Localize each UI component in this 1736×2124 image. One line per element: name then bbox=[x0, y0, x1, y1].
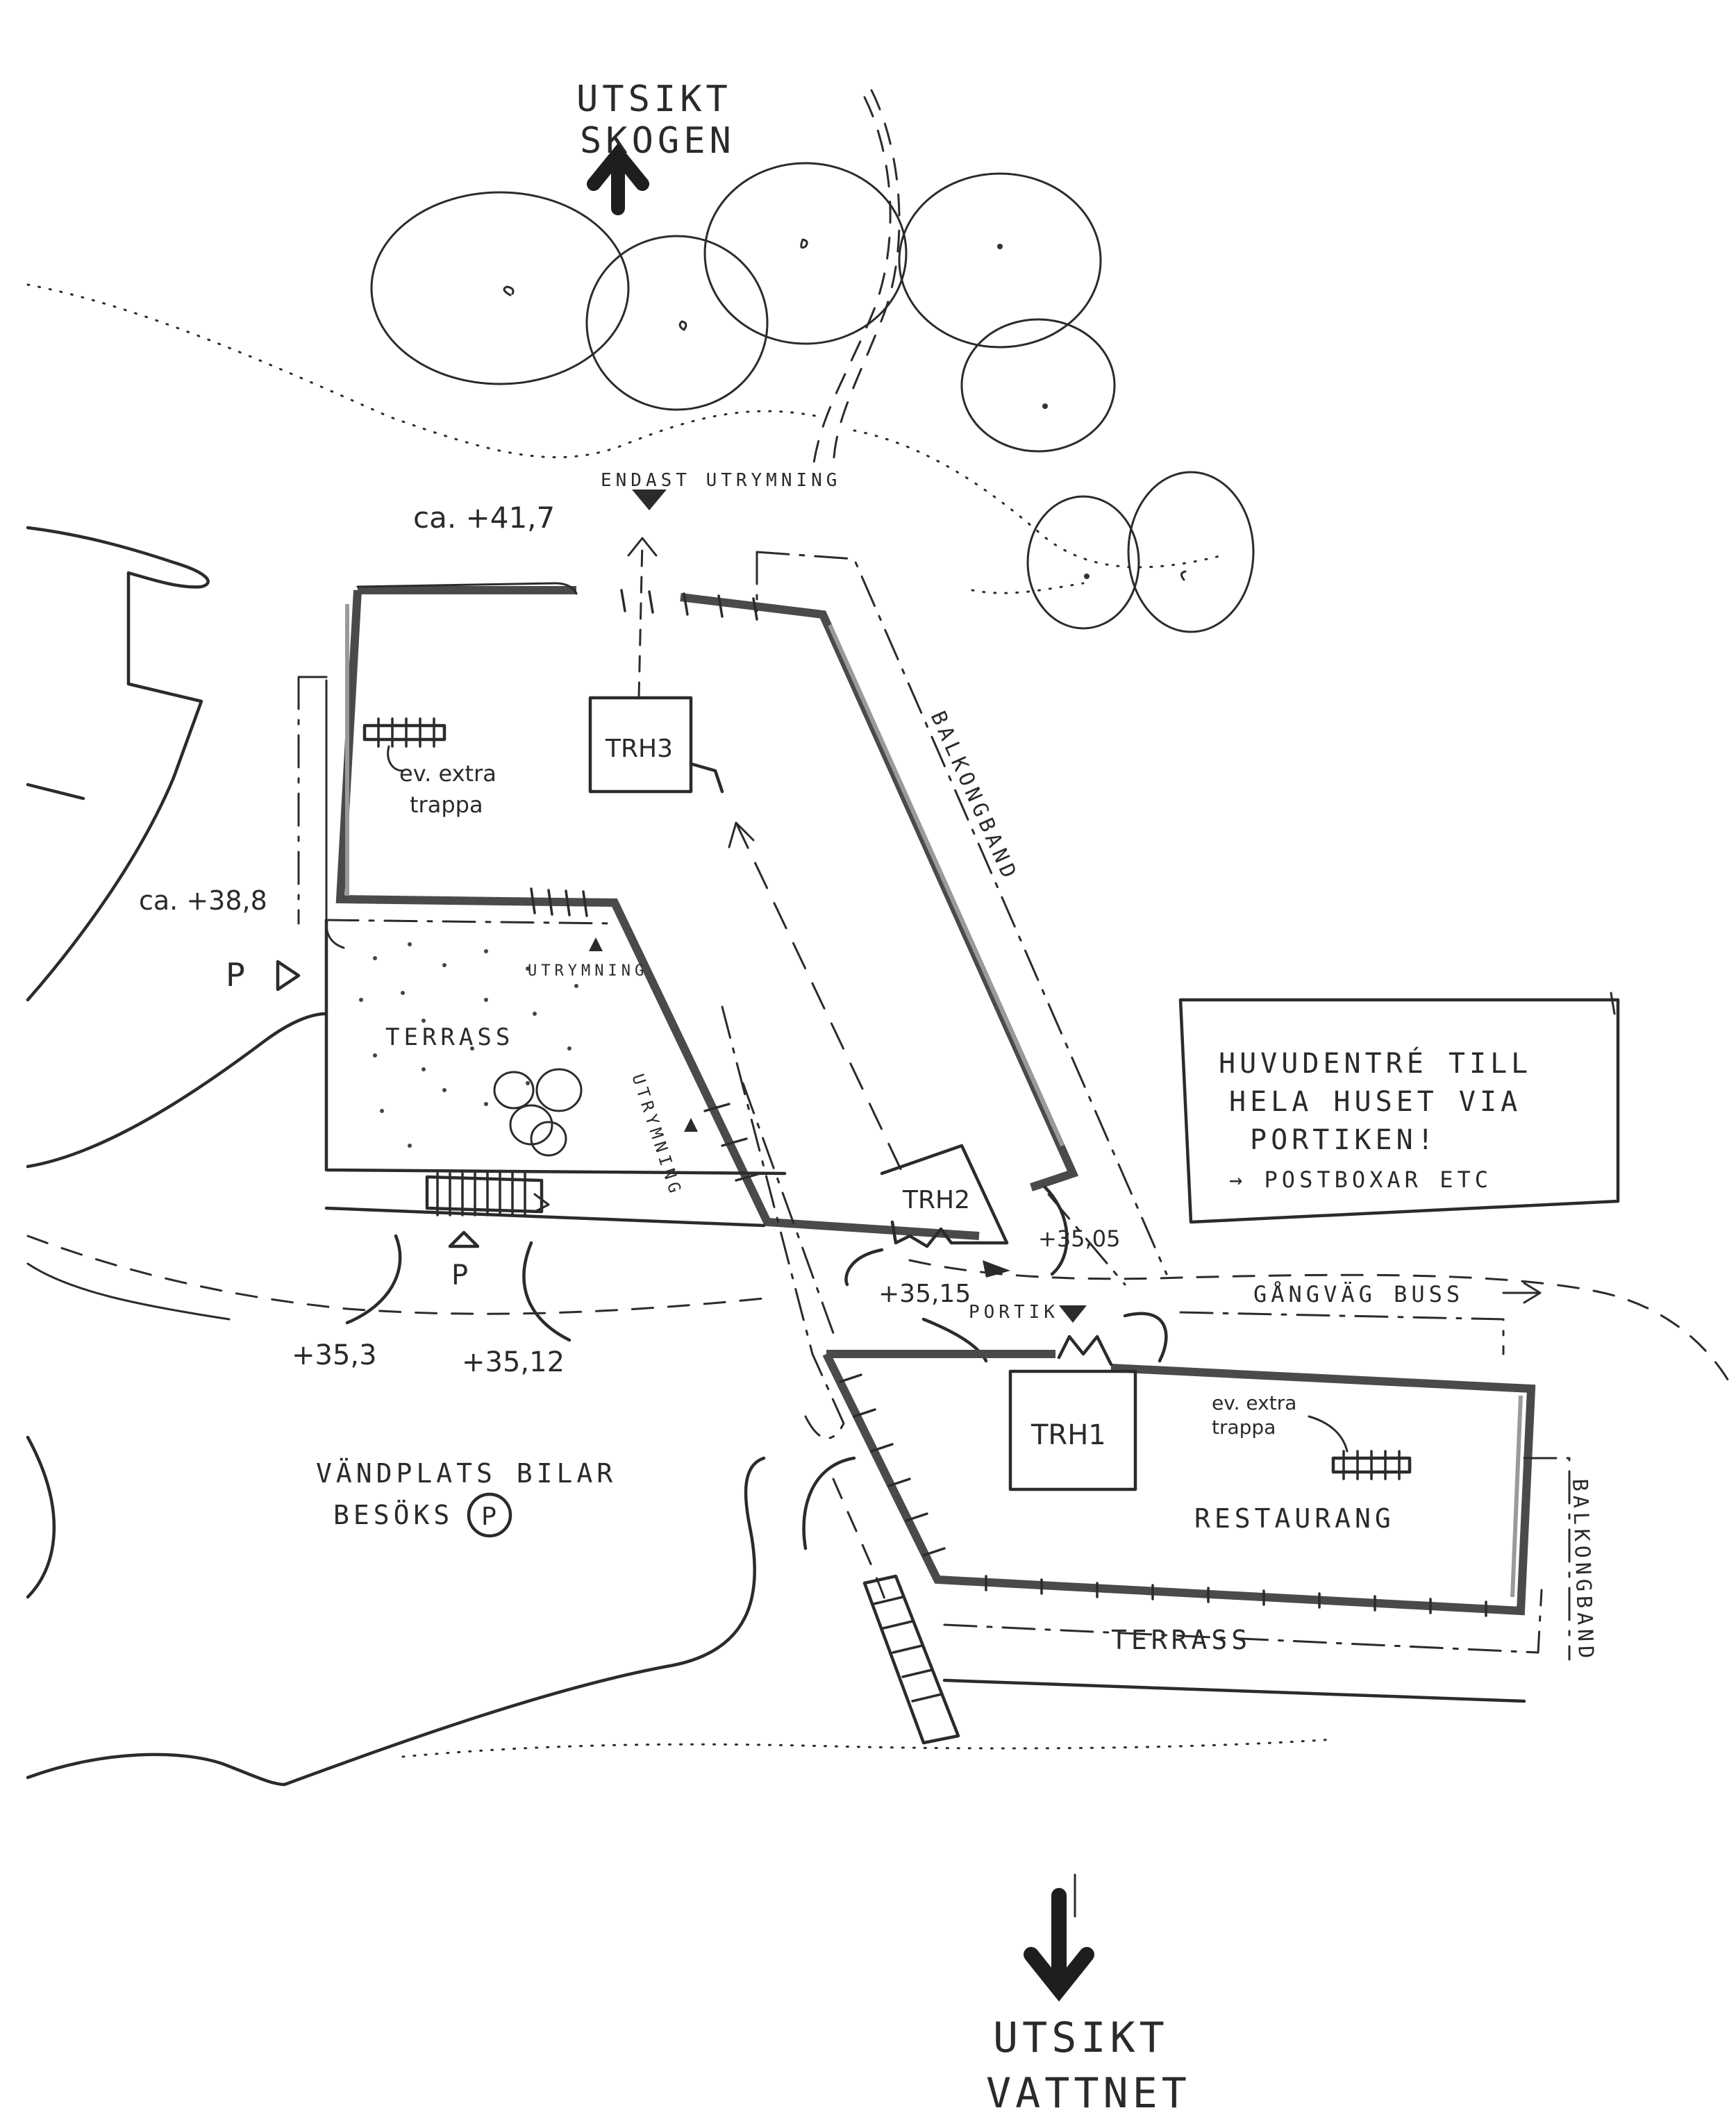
balkongband-label-1: BALKONGBAND bbox=[926, 708, 1023, 885]
level-road-mid: +35,12 bbox=[462, 1346, 565, 1378]
slope-hatching bbox=[26, 283, 1224, 594]
view-water-text: UTSIKT VATTNET bbox=[986, 2014, 1198, 2118]
parking-marker: P bbox=[226, 956, 245, 994]
internal-route bbox=[735, 821, 904, 1175]
extra-stair-lower bbox=[1308, 1415, 1412, 1480]
level-road-left: +35,3 bbox=[292, 1339, 377, 1371]
balkongband-label-2: BALKONGBAND bbox=[1567, 1478, 1598, 1663]
extra-trappa-label: ev. extra trappa bbox=[399, 760, 503, 818]
level-left: ca. +38,8 bbox=[139, 885, 267, 916]
parking-marker-2: P bbox=[451, 1260, 468, 1291]
level-top: ca. +41,7 bbox=[413, 501, 555, 535]
note-box: HUVUDENTRÉ TILL HELA HUSET VIA PORTIKEN!… bbox=[1178, 992, 1620, 1224]
utrymning-label-2: UTRYMNING bbox=[628, 1071, 686, 1199]
trh1-label: TRH1 bbox=[1030, 1419, 1106, 1451]
upper-building bbox=[297, 551, 1168, 1286]
tree bbox=[585, 235, 769, 411]
portik-label: PORTIK bbox=[969, 1302, 1059, 1323]
road-curve bbox=[26, 1012, 328, 1169]
portik-arrow-2 bbox=[1059, 1305, 1087, 1323]
extra-trappa-label-2: ev. extra trappa bbox=[1212, 1391, 1303, 1439]
extra-stair-upper bbox=[362, 717, 446, 772]
existing-building bbox=[26, 526, 210, 1002]
stairwell-trh1 bbox=[1008, 1369, 1137, 1491]
trh3-label: TRH3 bbox=[605, 735, 673, 763]
terrace-upper bbox=[324, 918, 787, 1228]
footpath bbox=[908, 1259, 1730, 1383]
evacuation-arrow bbox=[637, 540, 644, 699]
terrace-steps bbox=[425, 1172, 550, 1216]
tree bbox=[703, 162, 908, 345]
evac-triangle bbox=[632, 490, 667, 510]
view-forest-text: UTSIKT SKOGEN bbox=[576, 78, 758, 162]
vandplats-p-circle bbox=[467, 1492, 512, 1538]
stairwell-trh2 bbox=[880, 1144, 1009, 1248]
lower-building bbox=[822, 1335, 1571, 1703]
tree bbox=[898, 172, 1102, 349]
endast-utrymning-label: ENDAST UTRYMNING bbox=[601, 470, 841, 491]
tree-group bbox=[370, 162, 1255, 633]
tree bbox=[370, 191, 630, 385]
up-arrow-icon bbox=[587, 143, 649, 215]
note-text: HUVUDENTRÉ TILL HELA HUSET VIA PORTIKEN!… bbox=[1219, 1046, 1553, 1193]
tree bbox=[1026, 495, 1140, 630]
level-entrance-left: +35,15 bbox=[878, 1280, 971, 1308]
utrymning-label-1: UTRYMNING bbox=[528, 962, 648, 980]
portik-arrow-1 bbox=[983, 1260, 1010, 1278]
terrass-upper-label: TERRASS bbox=[385, 1023, 514, 1051]
forest-path bbox=[832, 89, 901, 474]
gangvag-label: GÅNGVÄG BUSS bbox=[1253, 1281, 1464, 1307]
level-entrance-right: +35,05 bbox=[1038, 1226, 1120, 1252]
stairwell-trh3 bbox=[588, 696, 693, 794]
restaurang-label: RESTAURANG bbox=[1194, 1503, 1395, 1534]
down-arrow-icon bbox=[1024, 1888, 1094, 2002]
view-forest: UTSIKT SKOGEN bbox=[576, 78, 758, 215]
route-between-buildings bbox=[721, 1005, 845, 1439]
trh2-label: TRH2 bbox=[902, 1186, 970, 1214]
terrass-lower-label: TERRASS bbox=[1111, 1625, 1251, 1655]
tree bbox=[1127, 471, 1255, 633]
tree bbox=[960, 318, 1116, 453]
vandplats-label: VÄNDPLATS BILAR BESÖKS bbox=[316, 1458, 637, 1530]
vandplats-p: P bbox=[481, 1503, 496, 1531]
lower-stairs bbox=[802, 1456, 960, 1745]
view-water: UTSIKT VATTNET bbox=[986, 1873, 1198, 2118]
